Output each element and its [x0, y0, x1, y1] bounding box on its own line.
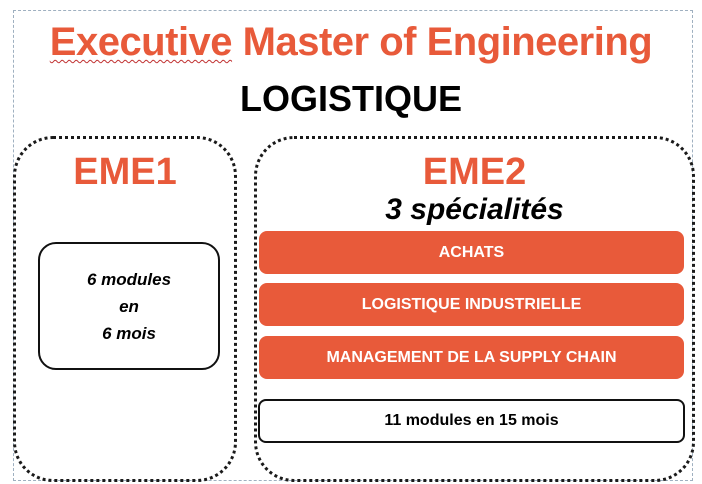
specialty-achats: ACHATS — [259, 231, 684, 274]
eme1-title: EME1 — [73, 151, 177, 193]
eme1-panel: EME1 6 modules en 6 mois — [13, 136, 237, 482]
eme1-line-2: en — [119, 296, 139, 316]
eme2-panel: EME2 3 spécialités — [254, 136, 695, 482]
eme2-modules-box: 11 modules en 15 mois — [258, 399, 685, 443]
title-rest: Master of Engineering — [232, 20, 653, 64]
page-title: Executive Master of Engineering — [0, 20, 702, 65]
eme1-line-1: 6 modules — [86, 269, 172, 289]
specialty-supply-chain: MANAGEMENT DE LA SUPPLY CHAIN — [259, 336, 684, 379]
eme2-subtitle: 3 spécialités — [385, 193, 564, 226]
page-subtitle: LOGISTIQUE — [239, 78, 462, 119]
eme1-modules-box: 6 modules en 6 mois — [38, 242, 220, 370]
title-word-executive: Executive — [49, 20, 233, 64]
eme1-line-3: 6 mois — [102, 323, 156, 343]
eme2-title: EME2 — [422, 151, 527, 193]
specialty-logistique-industrielle: LOGISTIQUE INDUSTRIELLE — [259, 283, 684, 326]
